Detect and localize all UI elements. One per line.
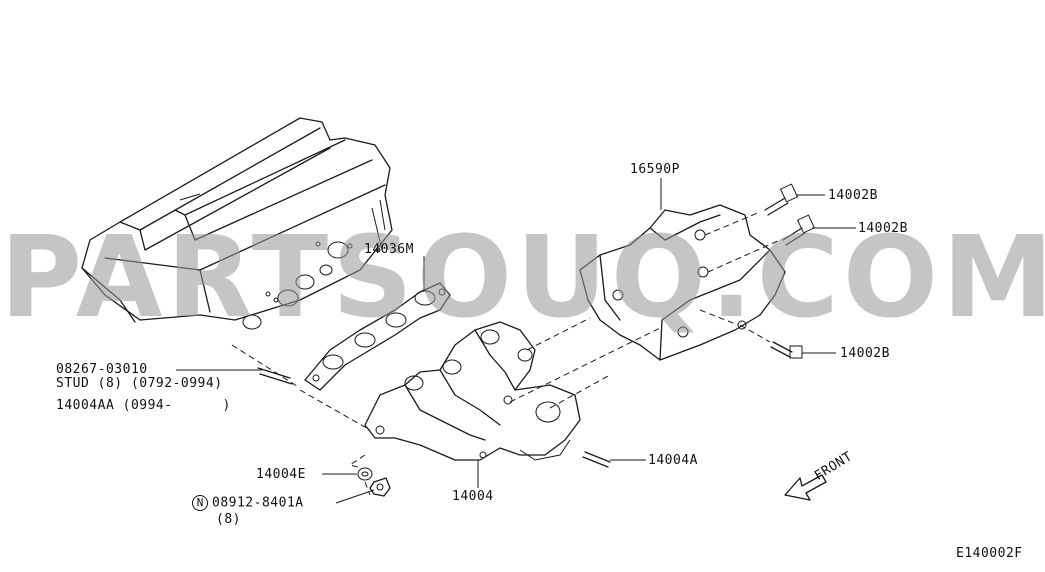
watermark: PARTSOUQ.COM [0,213,1045,343]
label-nut-part: 08912-8401A [212,495,304,511]
label-bolt-bottom: 14002B [840,346,890,361]
manifold-gasket [304,282,451,391]
label-gasket: 14036M [364,242,414,257]
label-stud-desc: STUD (8) (0792-0994) [56,376,223,391]
label-bolt-top-1: 14002B [828,188,878,203]
exhaust-manifold [364,321,581,461]
label-manifold: 14004 [452,489,494,504]
label-stud-part: 08267-03010 [56,362,148,377]
fasteners [257,367,611,497]
head-ports [242,241,381,330]
assembly-lines [231,211,781,496]
label-nut-qty: (8) [216,512,241,527]
bolts [764,183,816,359]
label-washer: 14004E [256,467,306,482]
label-stud-alt: 14004AA (0994- ) [56,398,231,413]
heat-insulator [579,204,786,361]
leader-lines [176,178,856,504]
label-bolt-top-2: 14002B [858,221,908,236]
label-stud-right: 14004A [648,453,698,468]
nut-symbol: N [192,495,208,511]
front-arrow [784,474,827,501]
diagram-id: E140002F [956,546,1023,561]
label-heat-insulator: 16590P [630,162,680,177]
